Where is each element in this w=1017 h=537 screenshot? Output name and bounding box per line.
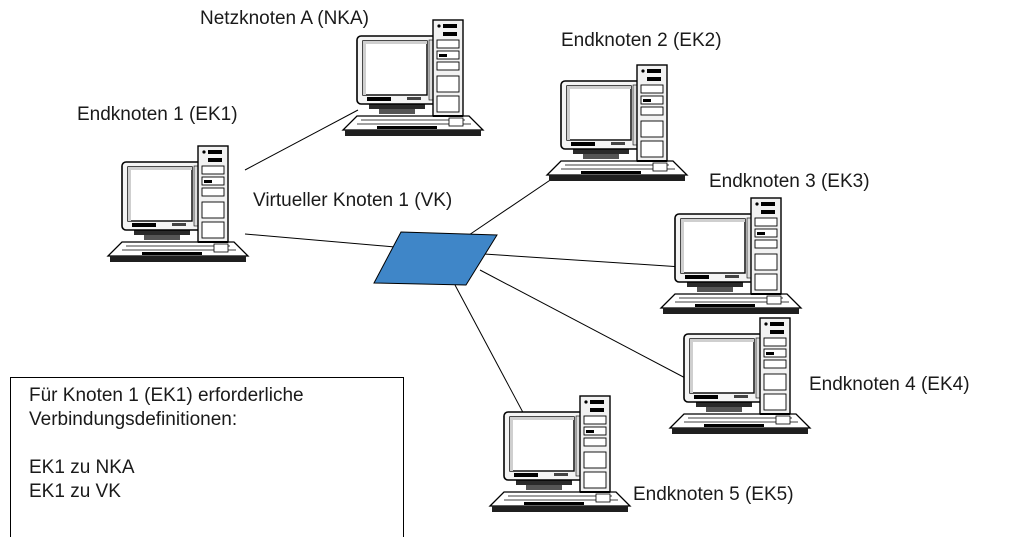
virtual-node-vk — [373, 231, 498, 286]
connection-definitions-box: Für Knoten 1 (EK1) erforderliche Verbind… — [10, 377, 404, 537]
info-title-line1: Für Knoten 1 (EK1) erforderliche — [29, 385, 304, 406]
computer-icon — [660, 197, 802, 315]
node-label-ek5: Endknoten 5 (EK5) — [633, 484, 794, 505]
info-item: EK1 zu NKA — [29, 457, 135, 478]
link-vk-ek5 — [454, 284, 536, 436]
computer-icon — [342, 19, 484, 137]
computer-icon — [669, 317, 811, 435]
computer-icon — [489, 395, 631, 513]
info-item: EK1 zu VK — [29, 481, 121, 502]
info-spacer — [29, 432, 403, 456]
computer-icon — [546, 64, 688, 182]
link-ek1-nka — [244, 109, 359, 171]
link-vk-ek3 — [483, 253, 683, 268]
node-label-ek2: Endknoten 2 (EK2) — [561, 30, 722, 51]
info-title-line2: Verbindungsdefinitionen: — [29, 409, 238, 430]
link-vk-ek4 — [479, 269, 692, 382]
node-label-ek1: Endknoten 1 (EK1) — [77, 104, 238, 125]
node-label-ek3: Endknoten 3 (EK3) — [709, 171, 870, 192]
node-label-vk: Virtueller Knoten 1 (VK) — [253, 190, 453, 211]
link-ek1-vk — [244, 233, 396, 248]
node-label-nka: Netzknoten A (NKA) — [200, 8, 369, 29]
node-label-ek4: Endknoten 4 (EK4) — [809, 374, 970, 395]
computer-icon — [107, 145, 249, 263]
